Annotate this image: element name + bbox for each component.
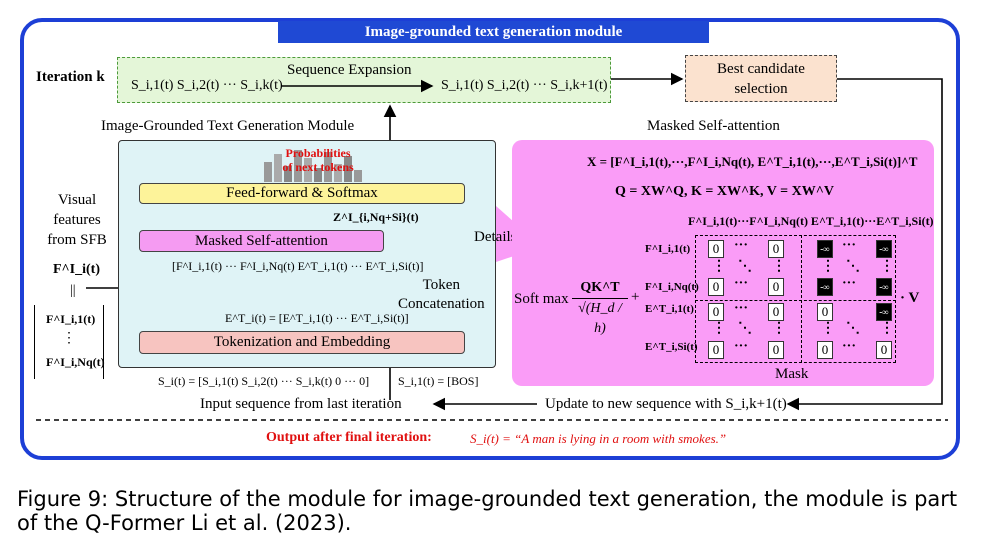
mask-vertical-divider — [801, 235, 802, 363]
visual-vdots: ⋮ — [62, 331, 76, 346]
sequence-before: S_i,1(t) S_i,2(t) ··· S_i,k(t) — [131, 78, 283, 93]
mask-cell: 0 — [817, 341, 833, 359]
mask-matrix — [695, 235, 896, 363]
token-concatenation-label: Token Concatenation — [398, 277, 485, 312]
z-label: Z^I_{i,Nq+Si}(t) — [333, 210, 419, 224]
tokenization-embedding-box: Tokenization and Embedding — [139, 331, 465, 354]
concat-vector: [F^I_i,1(t) ··· F^I_i,Nq(t) E^T_i,1(t) ·… — [172, 259, 424, 273]
mask-cell-neg-inf: -∞ — [876, 278, 892, 296]
mask-cell: 0 — [708, 278, 724, 296]
attention-eq-x: X = [F^I_i,1(t),···,F^I_i,Nq(t), E^T_i,1… — [587, 154, 918, 169]
mask-ddots: ⋱ — [846, 259, 860, 274]
output-label: Output after final iteration: — [266, 430, 432, 445]
mask-hdots: ··· — [734, 301, 749, 316]
embedding-equation: E^T_i(t) = [E^T_i,1(t) ··· E^T_i,Si(t)] — [225, 311, 409, 325]
sequence-expansion-label: Sequence Expansion — [287, 62, 412, 78]
mask-cell: 0 — [768, 278, 784, 296]
probabilities-label: Probabilities of next tokens — [282, 146, 354, 174]
input-sequence-label: Input sequence from last iteration — [200, 396, 402, 412]
mask-cell-neg-inf: -∞ — [876, 240, 892, 258]
mask-vdots: ⋮ — [772, 259, 786, 274]
visual-f1: F^I_i,1(t) — [46, 312, 96, 326]
output-value: S_i(t) = “A man is lying in a room with … — [470, 431, 727, 446]
attention-eq-qkv: Q = XW^Q, K = XW^K, V = XW^V — [615, 184, 834, 199]
visual-fi: F^I_i(t) — [53, 262, 101, 277]
mask-vdots: ⋮ — [712, 321, 726, 336]
mask-cell: 0 — [768, 341, 784, 359]
mask-hdots: ··· — [734, 339, 749, 354]
attention-col-header: F^I_i,1(t)···F^I_i,Nq(t) E^T_i,1(t)···E^… — [688, 214, 934, 228]
mask-vdots: ⋮ — [880, 259, 894, 274]
best-candidate-box: Best candidate selection — [685, 55, 837, 102]
mask-horizontal-divider — [695, 300, 896, 301]
row-label-esi: E^T_i,Si(t) — [645, 341, 698, 353]
details-label: Details — [474, 229, 517, 245]
mask-vdots: ⋮ — [821, 259, 835, 274]
mask-cell: 0 — [817, 303, 833, 321]
mask-ddots: ⋱ — [846, 321, 860, 336]
mask-vdots: ⋮ — [821, 321, 835, 336]
mask-cell: 0 — [768, 303, 784, 321]
row-label-fnq: F^I_i,Nq(t) — [645, 281, 699, 293]
update-sequence-label: Update to new sequence with S_i,k+1(t) — [545, 396, 787, 412]
iteration-box — [117, 57, 611, 103]
module-title: Image-Grounded Text Generation Module — [101, 118, 355, 134]
qk-fraction: QK^T √(H_d / h) — [572, 278, 628, 339]
plus-sign: + — [631, 289, 640, 305]
mask-hdots: ··· — [842, 238, 857, 253]
dot-v-label: · V — [900, 290, 920, 306]
softmax-label: Soft max — [514, 291, 569, 307]
visual-equiv: || — [70, 283, 76, 298]
mask-vdots: ⋮ — [880, 321, 894, 336]
feedforward-softmax-box: Feed-forward & Softmax — [139, 183, 465, 204]
mask-cell: 0 — [708, 341, 724, 359]
mask-cell: 0 — [768, 240, 784, 258]
best-candidate-line1: Best candidate — [717, 61, 805, 77]
mask-ddots: ⋱ — [738, 321, 752, 336]
masked-self-attention-box: Masked Self-attention — [139, 230, 384, 252]
mask-cell-neg-inf: -∞ — [817, 240, 833, 258]
mask-ddots: ⋱ — [738, 259, 752, 274]
module-title-banner: Image-grounded text generation module — [278, 21, 709, 43]
figure-caption: Figure 9: Structure of the module for im… — [17, 487, 958, 535]
mask-vdots: ⋮ — [712, 259, 726, 274]
mask-cell-neg-inf: -∞ — [817, 278, 833, 296]
best-candidate-line2: selection — [734, 81, 788, 97]
mask-vdots: ⋮ — [772, 321, 786, 336]
mask-hdots: ··· — [842, 339, 857, 354]
mask-cell: 0 — [876, 341, 892, 359]
iteration-label: Iteration k — [36, 69, 105, 85]
mask-hdots: ··· — [842, 276, 857, 291]
visual-fnq: F^I_i,Nq(t) — [46, 355, 105, 369]
mask-hdots: ··· — [734, 276, 749, 291]
probabilities-bars-icon — [264, 150, 362, 182]
module-frame — [20, 18, 960, 460]
row-label-f1: F^I_i,1(t) — [645, 243, 691, 255]
row-label-e1: E^T_i,1(t) — [645, 303, 694, 315]
visual-vector-bracket — [34, 305, 104, 379]
mask-label: Mask — [775, 366, 809, 382]
input-sequence-equation: S_i(t) = [S_i,1(t) S_i,2(t) ··· S_i,k(t)… — [158, 374, 370, 388]
attention-title: Masked Self-attention — [647, 118, 780, 134]
mask-cell: 0 — [708, 303, 724, 321]
bos-equation: S_i,1(t) = [BOS] — [398, 374, 479, 388]
mask-hdots: ··· — [734, 238, 749, 253]
feedback-arrow — [786, 78, 943, 411]
mask-cell: 0 — [708, 240, 724, 258]
visual-features-label: Visual features from SFB — [47, 192, 107, 248]
sequence-after: S_i,1(t) S_i,2(t) ··· S_i,k+1(t) — [441, 78, 608, 93]
mask-cell-neg-inf: -∞ — [876, 303, 892, 321]
